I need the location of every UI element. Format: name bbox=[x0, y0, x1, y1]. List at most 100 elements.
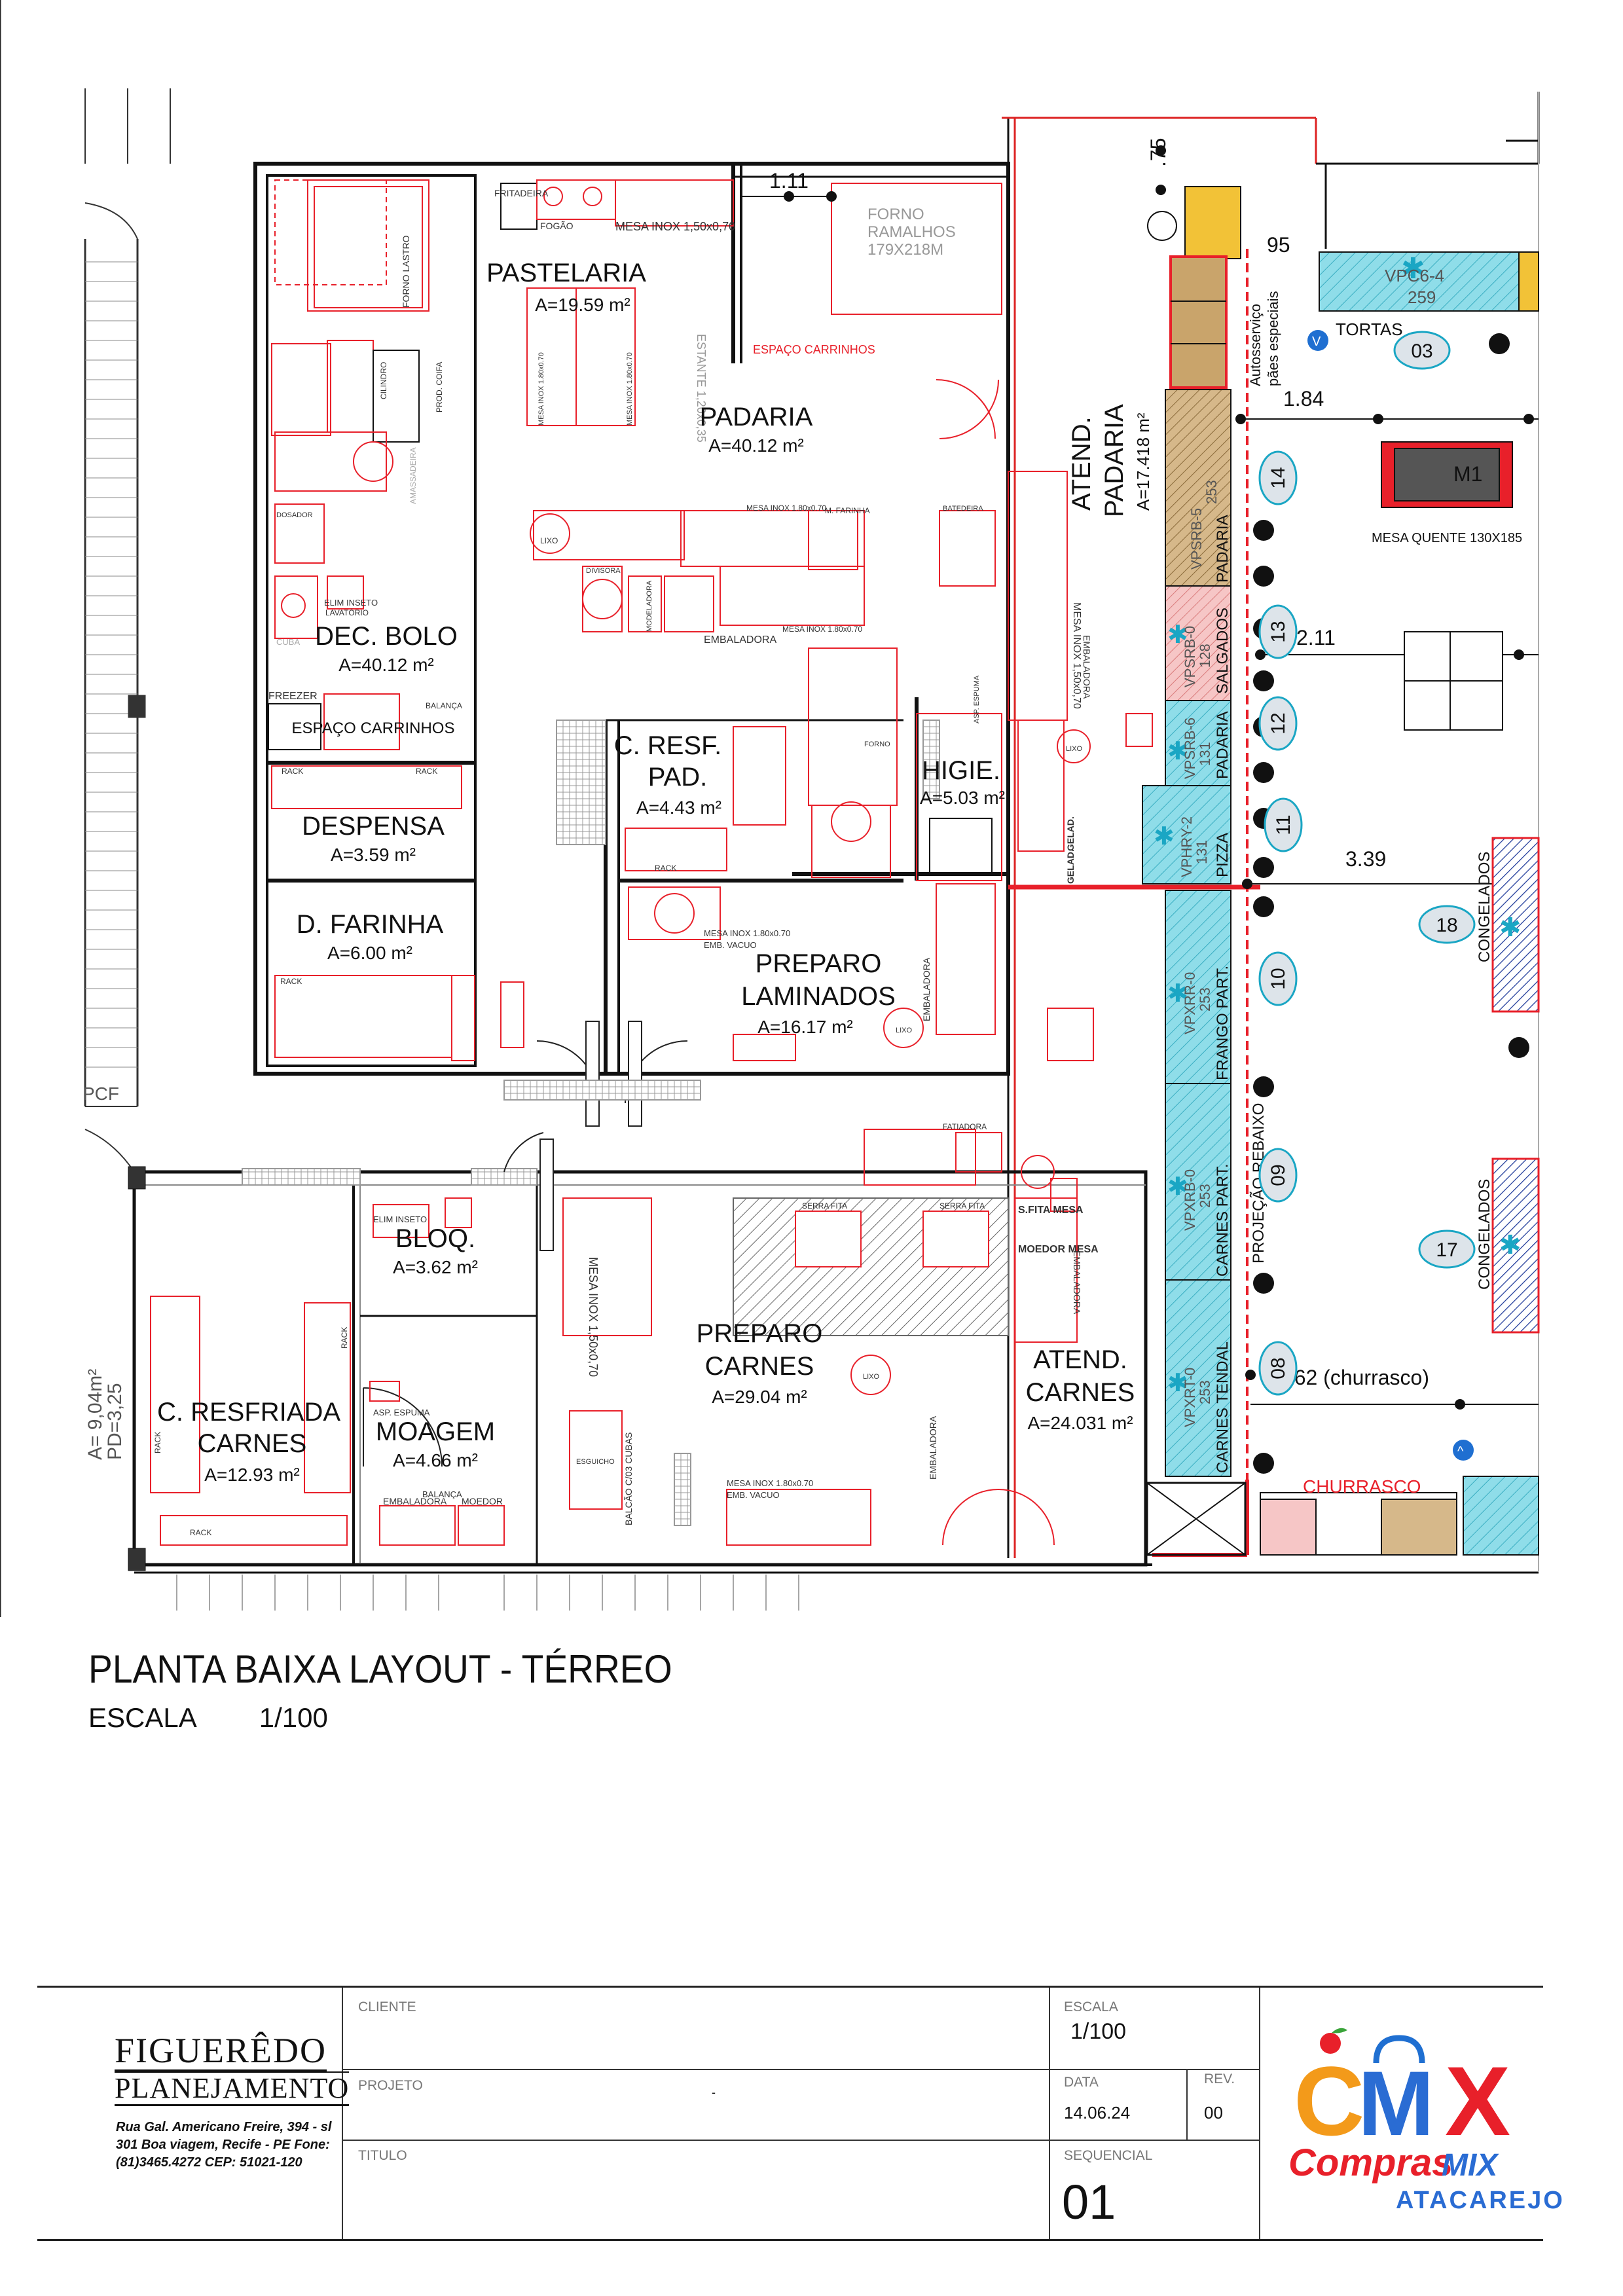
tb-divider-2 bbox=[1049, 1988, 1050, 2239]
counter-2-code: VPSRB-0 bbox=[1182, 626, 1198, 687]
gelad-label-1: GELAD. bbox=[1065, 816, 1076, 851]
logo-tagline: ATACAREJO bbox=[1396, 2187, 1565, 2214]
service-counters bbox=[1142, 186, 1241, 1477]
room-atend-carnes-area: A=24.031 m² bbox=[1027, 1413, 1133, 1433]
embaladora-moagem: EMBALADORA bbox=[383, 1496, 447, 1506]
counter-7-label: CARNES TENDAL bbox=[1214, 1341, 1231, 1473]
espaco-carrinhos-decbolo: ESPAÇO CARRINHOS bbox=[292, 720, 455, 737]
room-pastelaria-area: A=19.59 m² bbox=[535, 295, 630, 315]
rev-label: REV. bbox=[1204, 2071, 1235, 2086]
section-markers: 03 14 13 12 11 10 09 08 18 17 bbox=[1258, 331, 1476, 1396]
cuba-label: CUBA bbox=[276, 637, 300, 647]
svg-text:✱: ✱ bbox=[1154, 823, 1175, 850]
freezer-label: FREEZER bbox=[268, 691, 318, 702]
store-stars: ✱ ✱ ✱ bbox=[1401, 253, 1522, 1260]
room-c-resfriada-area: A=12.93 m² bbox=[204, 1465, 300, 1485]
escala-label: ESCALA bbox=[1064, 1999, 1118, 2014]
divisora-label: DIVISORA bbox=[586, 567, 621, 575]
counter-3-code: VPSRB-6 bbox=[1182, 718, 1198, 779]
counter-6-label: CARNES PART. bbox=[1214, 1164, 1231, 1277]
counter-0-len: 259 bbox=[1408, 287, 1436, 307]
drawing-title: PLANTA BAIXA LAYOUT - TÉRREO bbox=[88, 1647, 672, 1691]
dim-75: .75 bbox=[1146, 138, 1170, 167]
svg-text:✱: ✱ bbox=[1167, 980, 1188, 1008]
counter-stars: ✱ ✱ ✱ ✱ ✱ ✱ bbox=[1154, 621, 1188, 1397]
svg-text:✱: ✱ bbox=[1167, 621, 1188, 649]
dim-339: 3.39 bbox=[1345, 847, 1386, 871]
tb-hline-2 bbox=[342, 2140, 1260, 2141]
room-preparo-carnes-name: PREPARO bbox=[697, 1319, 823, 1348]
m-farinha-label: M. FARINHA bbox=[825, 506, 870, 515]
escala-value: 1/100 bbox=[1070, 2019, 1127, 2044]
congelados-1: CONGELADOS bbox=[1476, 852, 1493, 962]
counter-1-label: PADARIA bbox=[1214, 515, 1231, 583]
forno-ramalhos-l1: FORNO bbox=[867, 206, 924, 223]
marker-09: 09 bbox=[1267, 1164, 1289, 1186]
firm-subtitle: PLANEJAMENTO bbox=[115, 2071, 350, 2106]
title-block: FIGUERÊDO PLANEJAMENTO Rua Gal. American… bbox=[37, 1986, 1563, 2241]
dim-184: 1.84 bbox=[1283, 387, 1324, 410]
logo-letter-c: C bbox=[1294, 2046, 1364, 2156]
mesa-quente-label: MESA QUENTE 130X185 bbox=[1372, 531, 1522, 545]
marker-12: 12 bbox=[1267, 712, 1289, 734]
marker-13: 13 bbox=[1267, 621, 1289, 642]
counter-1-code: VPSRB-5 bbox=[1188, 508, 1205, 570]
counter-1-len: 253 bbox=[1203, 480, 1220, 504]
counter-6-len: 253 bbox=[1197, 1184, 1213, 1208]
pastelaria-equipment bbox=[268, 179, 734, 750]
tortas-label: TORTAS bbox=[1336, 319, 1403, 339]
sequencial-value: 01 bbox=[1062, 2175, 1116, 2229]
moedor-mesa-label: MOEDOR MESA bbox=[1018, 1244, 1099, 1255]
balanca-label-1: BALANÇA bbox=[426, 701, 462, 710]
m1-label: M1 bbox=[1453, 462, 1482, 486]
mesa-inox-padaria-2: MESA INOX 1.80x0.70 bbox=[782, 625, 862, 634]
counter-2-label: SALGADOS bbox=[1214, 608, 1231, 694]
dim-95: 95 bbox=[1267, 233, 1290, 257]
room-d-farinha-name: D. FARINHA bbox=[297, 910, 444, 939]
room-padaria-name: PADARIA bbox=[700, 403, 813, 431]
left-facade bbox=[84, 88, 171, 1173]
firm-name: FIGUERÊDO bbox=[115, 2031, 327, 2071]
marker-10: 10 bbox=[1267, 968, 1289, 989]
svg-text:^: ^ bbox=[1457, 1444, 1464, 1459]
mesa-inox-carnes-2: MESA INOX 1.80x0.70 bbox=[727, 1478, 813, 1488]
svg-text:V: V bbox=[1312, 335, 1321, 349]
room-higie-area: A=5.03 m² bbox=[920, 788, 1005, 808]
room-preparo-lam-name2: LAMINADOS bbox=[741, 982, 896, 1011]
rack-label-desp2: RACK bbox=[416, 767, 437, 776]
lixo-lam: LIXO bbox=[896, 1027, 913, 1034]
floor-plan: PCF A= 9,04m² PD=3,25 bbox=[0, 0, 1540, 1617]
counter-5-len: 253 bbox=[1197, 987, 1213, 1011]
preparo-equipment bbox=[562, 883, 1094, 1546]
fogao-label: FOGÃO bbox=[540, 221, 574, 231]
data-label: DATA bbox=[1064, 2075, 1099, 2090]
room-c-resfriada-name2: CARNES bbox=[198, 1429, 307, 1458]
projeto-label: PROJETO bbox=[358, 2078, 423, 2093]
room-atend-padaria-name: ATEND. bbox=[1067, 416, 1096, 511]
rack-label-cr2: RACK bbox=[340, 1327, 349, 1349]
counter-4-code: VPHRY-2 bbox=[1178, 816, 1195, 877]
corridor-doors bbox=[242, 720, 701, 1467]
embaladora-carnes-2: EMBALADORA bbox=[928, 1415, 938, 1480]
room-atend-padaria-area: A=17.418 m² bbox=[1133, 412, 1153, 511]
room-dec-bolo-name: DEC. BOLO bbox=[315, 622, 458, 651]
embaladora-label-1: EMBALADORA bbox=[704, 634, 776, 646]
counter-4-label: PIZZA bbox=[1214, 833, 1231, 877]
mesa-inox-pastel-1: MESA INOX 1.80x0.70 bbox=[538, 352, 545, 426]
svg-text:✱: ✱ bbox=[1401, 253, 1425, 285]
counter-7-code: VPXRT-0 bbox=[1182, 1368, 1198, 1427]
counter-6-code: VPXRB-0 bbox=[1182, 1169, 1198, 1231]
forno-ramalhos-l2: RAMALHOS bbox=[867, 223, 956, 241]
lixo-label-2: LIXO bbox=[1066, 745, 1083, 753]
estante-label: ESTANTE 1,20x0,35 bbox=[695, 334, 708, 443]
serra-fita-2: SERRA FITA bbox=[939, 1201, 985, 1211]
rack-label-cresf: RACK bbox=[655, 864, 676, 873]
asp-espuma-label-1: ASP. ESPUMA bbox=[973, 675, 981, 723]
elim-inseto-bloq: ELIM INSETO bbox=[373, 1214, 427, 1224]
forno-label: FORNO bbox=[864, 740, 890, 748]
counter-5-code: VPXRR-0 bbox=[1182, 972, 1198, 1034]
congelados-2: CONGELADOS bbox=[1476, 1179, 1493, 1290]
counter-7-len: 253 bbox=[1197, 1380, 1213, 1404]
blue-markers: V ^ bbox=[1307, 330, 1474, 1461]
counter-3-len: 131 bbox=[1197, 742, 1213, 766]
